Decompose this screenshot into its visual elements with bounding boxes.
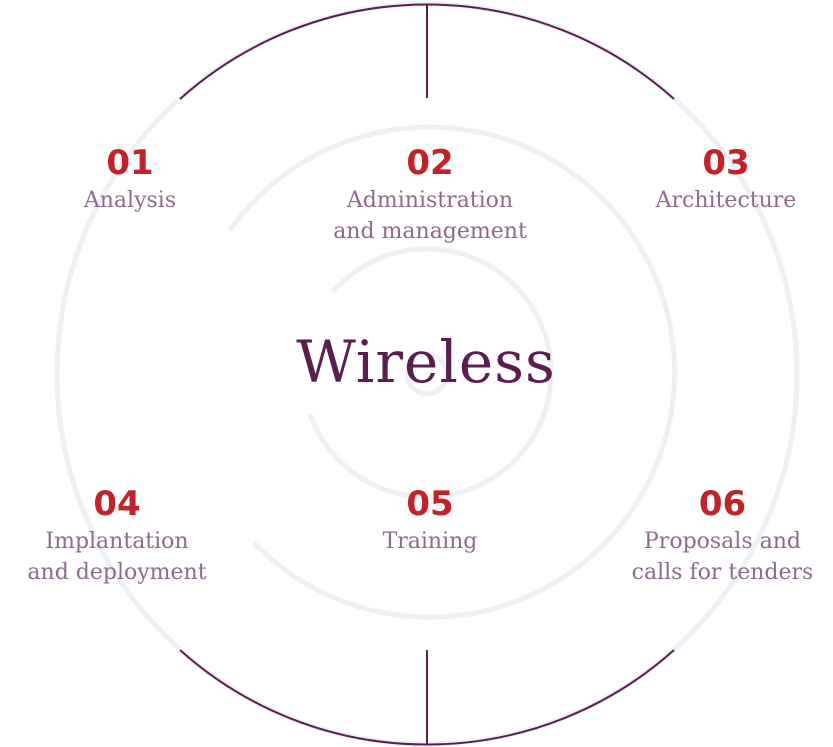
item-label-line: calls for tenders [631, 560, 814, 585]
item-label-line: Training [382, 529, 478, 554]
item-label: Training [330, 526, 530, 557]
item-number: 05 [406, 484, 454, 524]
outer-arc-bottom [179, 649, 675, 746]
item-implantation: 04 Implantation and deployment [0, 484, 234, 588]
item-label-line: Proposals and [644, 529, 801, 554]
item-number: 01 [106, 143, 154, 183]
item-label: Architecture [620, 185, 832, 216]
item-analysis: 01 Analysis [20, 143, 240, 216]
center-title: Wireless [296, 328, 556, 396]
item-label: Implantation and deployment [0, 526, 234, 588]
item-label-line: Administration [346, 188, 514, 213]
item-label: Proposals and calls for tenders [612, 526, 833, 588]
item-label: Analysis [20, 185, 240, 216]
ring-inner [404, 351, 450, 397]
item-number: 03 [702, 143, 750, 183]
item-label-line: Architecture [655, 188, 797, 213]
ring-middle-arc [227, 124, 678, 620]
item-label-line: and management [333, 219, 527, 244]
item-label: Administration and management [296, 185, 564, 247]
item-architecture: 03 Architecture [620, 143, 832, 216]
item-label-line: Implantation [45, 529, 189, 554]
item-proposals: 06 Proposals and calls for tenders [612, 484, 833, 588]
item-administration: 02 Administration and management [296, 143, 564, 247]
item-number: 02 [406, 143, 454, 183]
item-label-line: and deployment [27, 560, 207, 585]
item-number: 06 [698, 484, 747, 524]
item-number: 04 [93, 484, 141, 524]
item-training: 05 Training [330, 484, 530, 557]
ring-small-arc [307, 246, 554, 500]
item-label-line: Analysis [83, 188, 177, 213]
